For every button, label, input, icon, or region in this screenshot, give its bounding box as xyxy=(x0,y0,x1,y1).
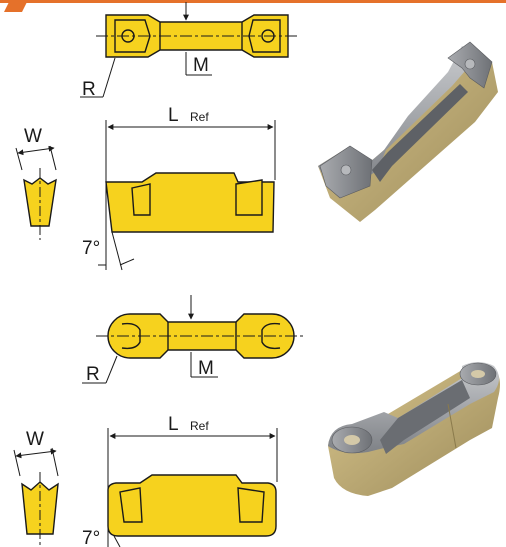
top-insert-plan-view xyxy=(80,2,298,98)
top-m-label: M xyxy=(193,55,209,76)
grooving-insert-photo-2 xyxy=(328,362,500,496)
top-w-label: W xyxy=(24,126,42,147)
bottom-insert-plan-view xyxy=(82,295,306,384)
bottom-insert-side-view xyxy=(107,428,278,547)
bottom-l-sub: Ref xyxy=(190,419,209,433)
top-l-label: L xyxy=(168,105,179,126)
top-angle-label: 7° xyxy=(82,238,100,259)
top-r-label: R xyxy=(82,79,96,100)
bottom-r-label: R xyxy=(86,364,100,385)
top-insert-side-view xyxy=(98,120,276,271)
top-insert-end-view xyxy=(15,145,57,240)
bottom-w-label: W xyxy=(26,429,44,450)
bottom-l-label: L xyxy=(168,414,179,435)
bottom-m-label: M xyxy=(198,358,214,379)
top-l-sub: Ref xyxy=(190,110,209,124)
header-strip xyxy=(0,0,506,12)
bottom-insert-end-view xyxy=(13,447,59,546)
grooving-insert-photo-1 xyxy=(318,41,498,222)
bottom-angle-label: 7° xyxy=(82,528,100,547)
